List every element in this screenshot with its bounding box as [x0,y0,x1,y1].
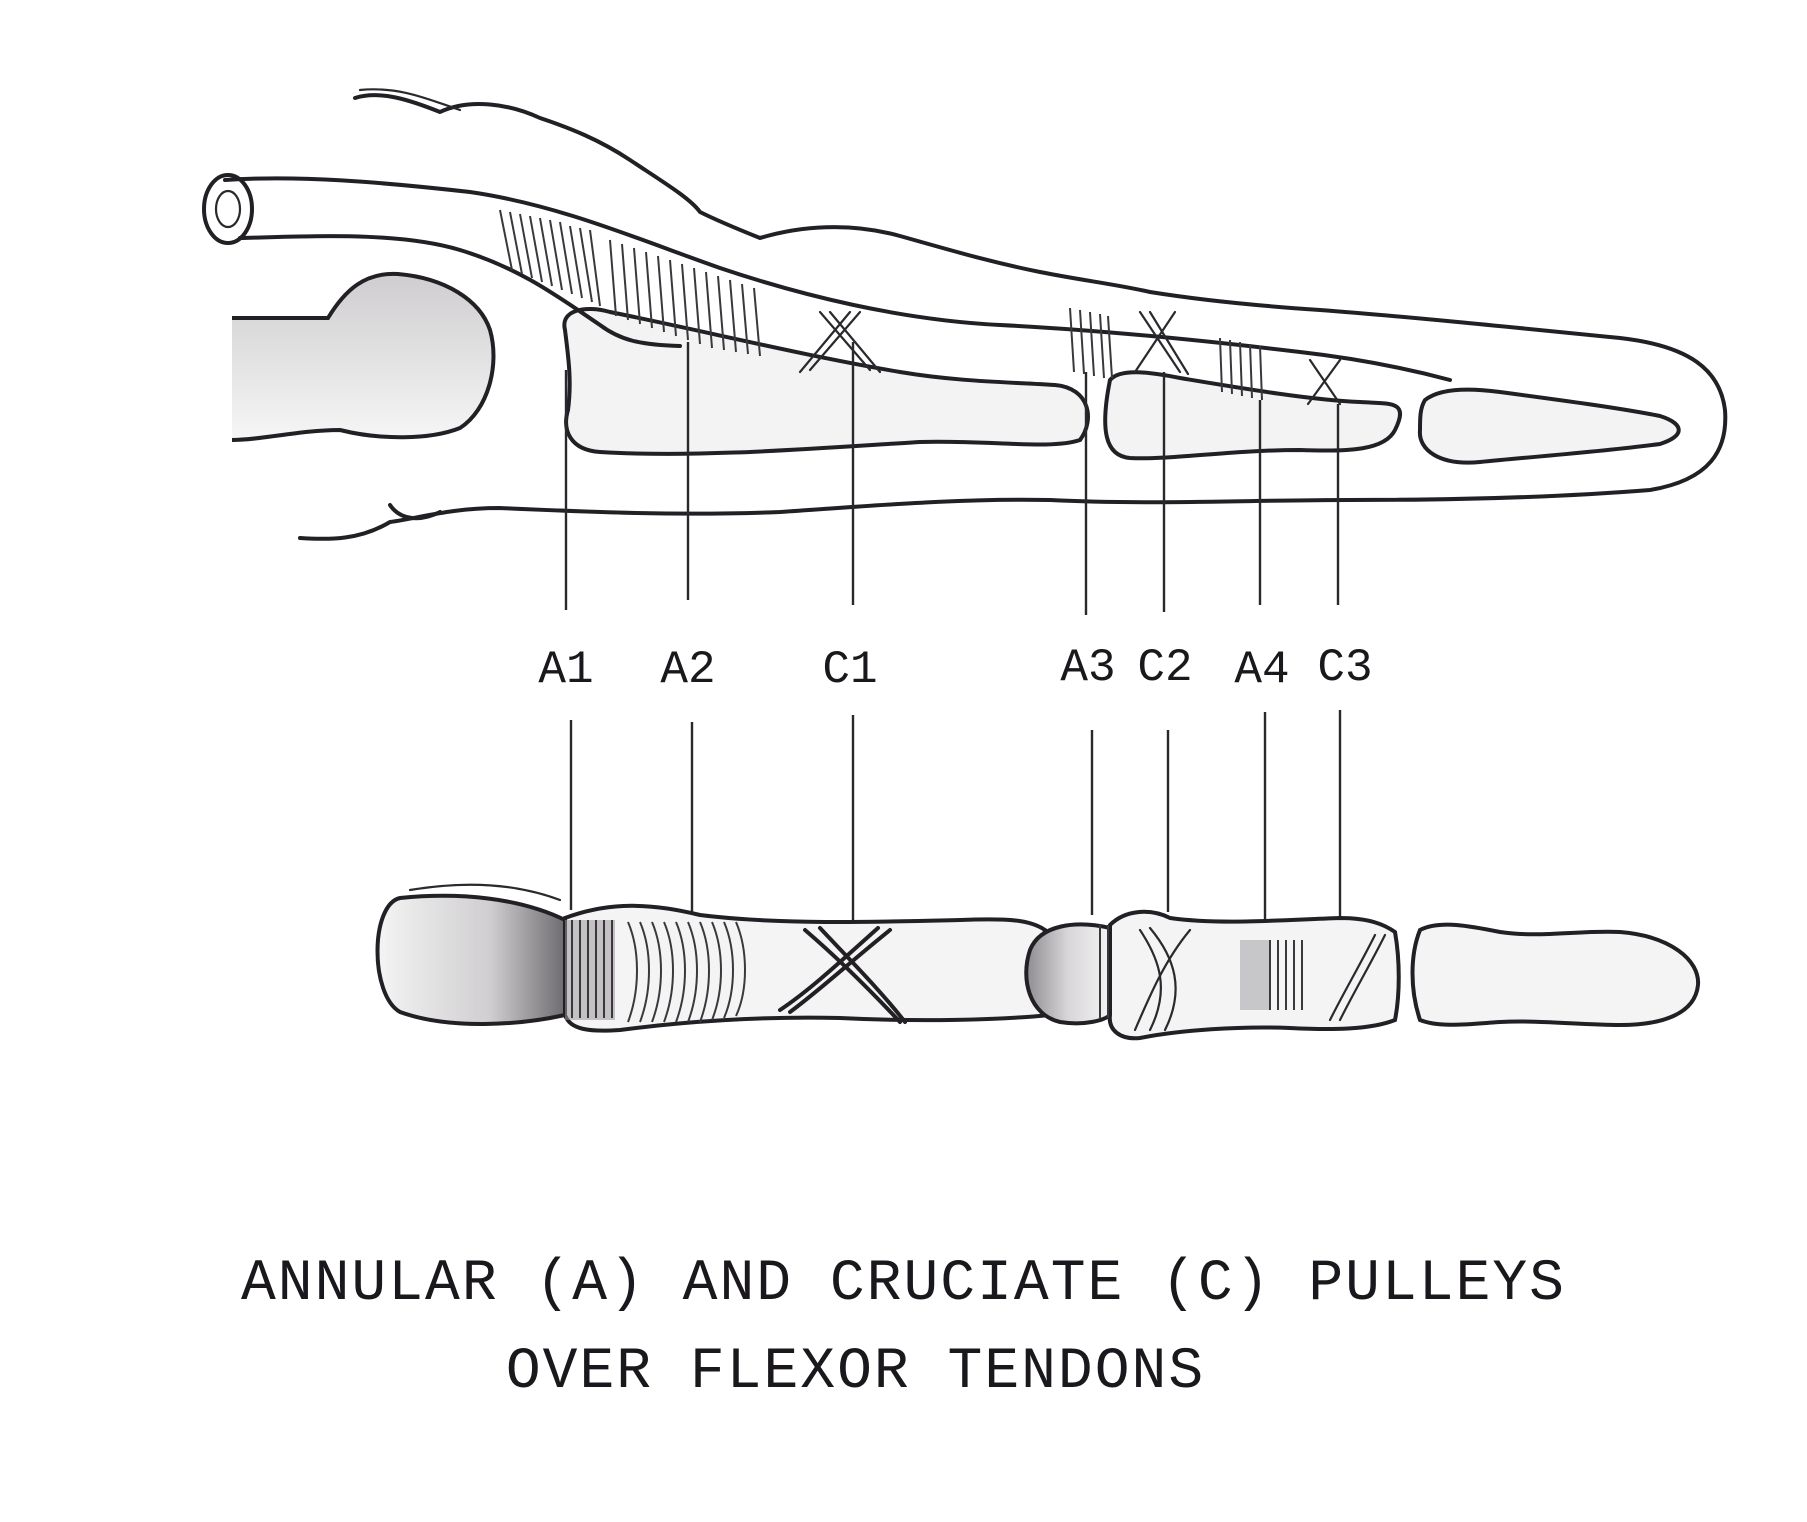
pip-joint-palmar [1026,924,1110,1023]
pulley-labels: A1 A2 C1 A3 C2 A4 C3 [538,642,1372,696]
proximal-phalanx [564,309,1088,454]
caption-line-1: ANNULAR (A) AND CRUCIATE (C) PULLEYS [0,1252,1807,1317]
metacarpal-bone [232,274,493,440]
label-a3: A3 [1060,642,1115,694]
middle-phalanx [1105,372,1400,458]
label-c1: C1 [822,644,877,696]
lateral-finger-view [204,89,1725,539]
a3-band-lateral [1070,308,1112,378]
label-c3: C3 [1317,642,1372,694]
label-a1: A1 [538,644,593,696]
palmar-skin-outline [390,505,440,518]
metacarpal-head-palmar [378,896,566,1024]
a1-band-palmar [565,920,615,1020]
tendon-cut-end [204,175,252,243]
distal-phalanx [1420,390,1679,463]
label-a4: A4 [1234,644,1289,696]
dorsal-skin-outline [300,95,1725,539]
label-a2: A2 [660,644,715,696]
c2-cross-lateral [1135,312,1188,374]
lower-leader-lines [571,710,1340,935]
caption-line-2: OVER FLEXOR TENDONS [0,1340,1759,1405]
tendon-cut-end-inner [216,191,240,227]
label-c2: C2 [1137,642,1192,694]
palmar-finger-view [378,885,1699,1038]
distal-phalanx-palmar [1413,925,1699,1025]
